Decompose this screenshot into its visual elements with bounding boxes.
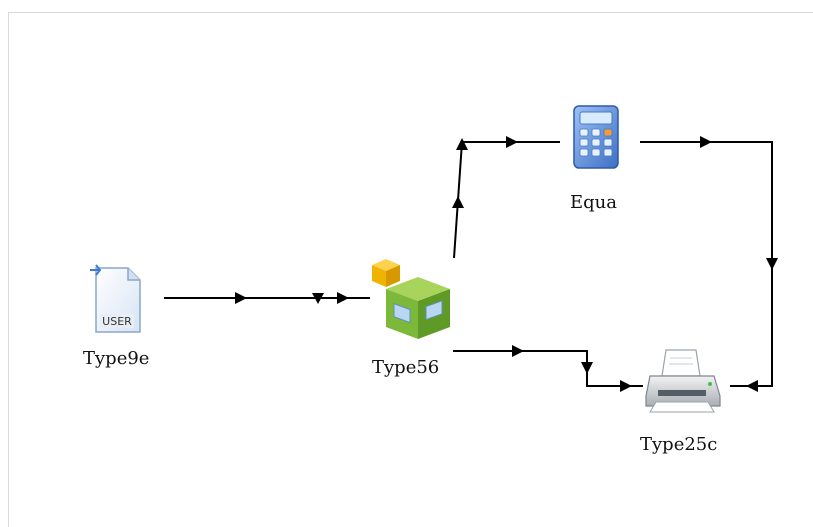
node-equa[interactable]: Equa: [560, 104, 640, 224]
user-file-icon: USER: [88, 262, 144, 334]
user-file-icon-text: USER: [102, 315, 132, 328]
node-type9e-label: Type9e: [83, 348, 150, 369]
node-type25c[interactable]: Type25c: [640, 346, 750, 466]
node-type9e[interactable]: USER Type9e: [78, 262, 158, 372]
canvas-top-border: [8, 12, 813, 13]
green-cube-component-icon: [370, 255, 454, 345]
printer-icon: [644, 346, 724, 416]
calculator-icon: [570, 104, 622, 170]
link-type56-equa[interactable]: [452, 136, 560, 259]
canvas-left-border: [8, 12, 9, 527]
link-type9e-type56[interactable]: [164, 292, 370, 304]
node-equa-label: Equa: [570, 192, 617, 213]
node-type56[interactable]: Type56: [370, 255, 470, 385]
node-type56-label: Type56: [372, 357, 440, 378]
link-equa-type25c[interactable]: [640, 136, 778, 392]
link-type56-type25c[interactable]: [453, 345, 643, 392]
node-type25c-label: Type25c: [640, 434, 718, 455]
